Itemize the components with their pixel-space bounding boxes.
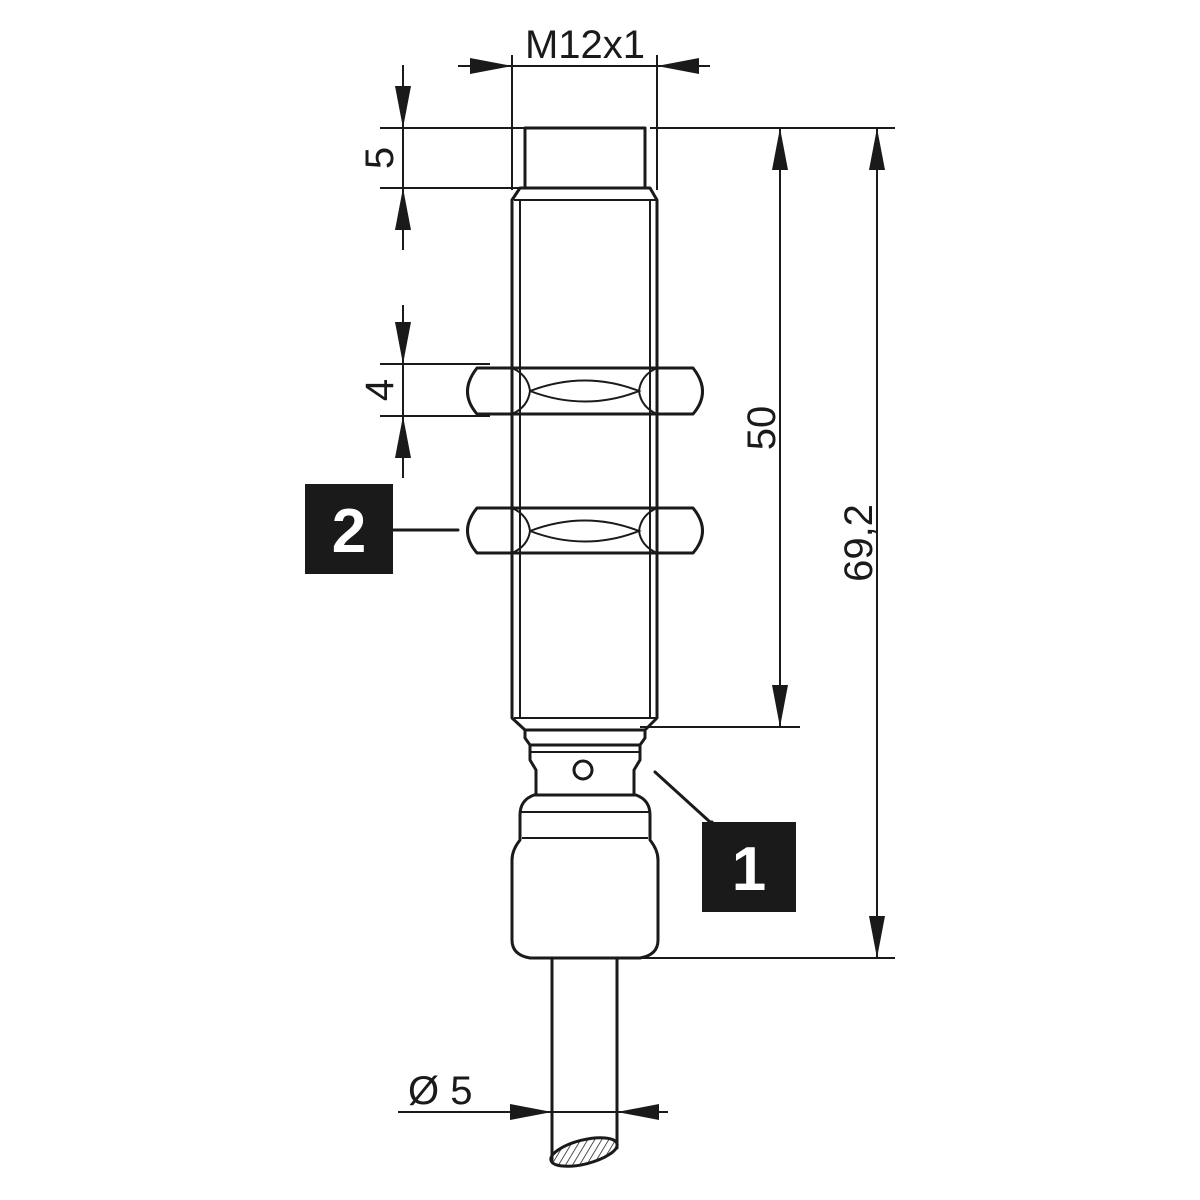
mounting-nut-upper <box>466 366 704 416</box>
dimension-thread: M12x1 <box>458 23 710 190</box>
total-length-label: 69,2 <box>837 504 881 582</box>
callout-connector: 1 <box>653 770 796 912</box>
callout-nut: 2 <box>305 484 460 574</box>
thread-size-label: M12x1 <box>525 23 645 67</box>
dimension-tip-length: 5 <box>358 65 525 250</box>
nut-thickness-label: 4 <box>358 379 402 401</box>
mounting-nut-lower <box>466 506 704 555</box>
dimension-nut-thickness: 4 <box>358 305 490 478</box>
dimension-cable-diameter: Ø 5 <box>398 1069 668 1120</box>
neck-ring <box>523 728 647 747</box>
tip-length-label: 5 <box>358 147 402 169</box>
dimension-total-length: 69,2 <box>640 127 895 959</box>
threaded-barrel <box>510 186 659 732</box>
dimension-thread-length: 50 <box>640 127 800 728</box>
callout-connector-number: 1 <box>732 835 766 904</box>
led-indicator <box>572 759 594 781</box>
thread-length-label: 50 <box>740 406 784 451</box>
sensing-face <box>523 126 647 190</box>
cable-diameter-label: Ø 5 <box>408 1069 472 1113</box>
cable-gland <box>510 793 660 960</box>
sensor-body <box>510 126 660 1168</box>
callout-nut-box <box>305 484 393 574</box>
callout-connector-box <box>702 822 796 912</box>
cable-cut-section <box>549 1136 619 1168</box>
callout-nut-number: 2 <box>332 497 366 566</box>
